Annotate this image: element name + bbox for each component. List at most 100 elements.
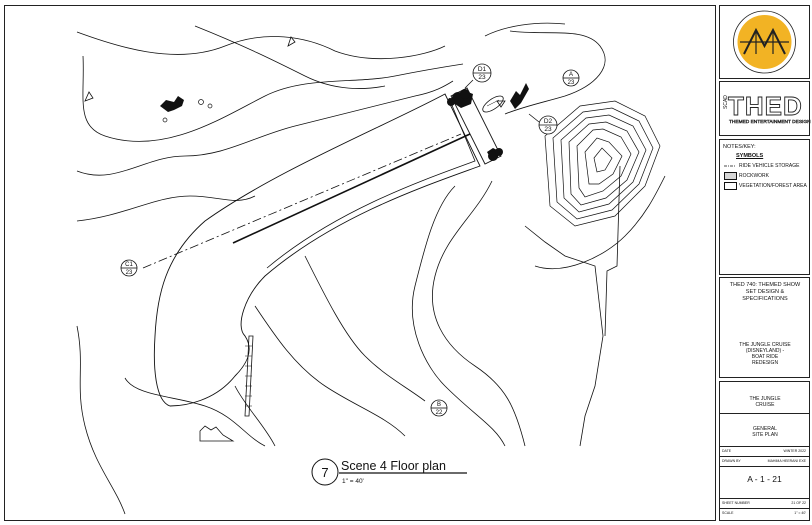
view-title-block: 7 Scene 4 Floor plan 1" = 40' xyxy=(311,458,467,486)
contour-line xyxy=(76,80,454,176)
rockwork xyxy=(160,83,529,442)
drawn-by-row: DRAWN BY MAHIMA HEERANI EXE xyxy=(720,457,809,467)
project-name-line: REDESIGN xyxy=(751,360,779,366)
view-number-bubble xyxy=(311,458,339,486)
contour-line xyxy=(544,100,661,227)
svg-text:23: 23 xyxy=(126,270,133,276)
project-box: THED 740: THEMED SHOW SET DESIGN & SPECI… xyxy=(719,277,810,378)
contour-line xyxy=(194,25,386,89)
brand-subtitle: THEMED ENTERTAINMENT DESIGN xyxy=(729,120,811,125)
contour-line xyxy=(76,325,126,515)
svg-text:C1: C1 xyxy=(125,262,133,268)
legend-row: RIDE VEHICLE STORAGE xyxy=(724,162,808,170)
sheet-project-title: THE JUNGLE CRUISE xyxy=(749,396,781,408)
mountain-contours xyxy=(544,100,661,227)
rock xyxy=(162,117,168,123)
view-scale: 1" = 40' xyxy=(342,478,364,485)
drawn-by-value: MAHIMA HEERANI EXE xyxy=(767,459,806,463)
scale-label: SCALE xyxy=(722,511,734,515)
date-value: WINTER 2022 xyxy=(783,449,806,453)
thed-logo xyxy=(733,10,796,74)
dock-slats xyxy=(245,345,252,407)
legend-row: VEGETATION/FOREST AREA xyxy=(724,182,808,190)
site-plan-drawing: D1 23 D2 23 A 23 B 22 C1 23 xyxy=(76,22,666,515)
rock-cluster xyxy=(160,96,184,112)
tree-cluster xyxy=(447,89,503,161)
contour-line xyxy=(534,175,666,270)
section-marker-d1: D1 23 xyxy=(464,63,492,89)
contour-line xyxy=(411,185,506,447)
contour-line xyxy=(504,30,606,115)
drawn-by-label: DRAWN BY xyxy=(722,459,741,463)
sheet-box: THE JUNGLE CRUISE GENERAL SITE PLAN DATE… xyxy=(719,381,810,521)
contour-line xyxy=(432,180,526,447)
dock xyxy=(244,335,254,417)
project-name: THE JUNGLE CRUISE (DISNEYLAND) - BOAT RI… xyxy=(724,342,806,366)
flow-arrows xyxy=(84,36,506,108)
contour-line xyxy=(76,31,446,60)
svg-text:B: B xyxy=(437,402,441,408)
contour-line xyxy=(484,22,566,37)
svg-text:22: 22 xyxy=(436,410,443,416)
date-label: DATE xyxy=(722,449,732,453)
contour-line xyxy=(76,195,256,222)
dash-dot-line-icon xyxy=(724,165,736,167)
contour-line xyxy=(552,107,654,220)
ride-vehicle-storage-line xyxy=(142,133,462,269)
project-name-line: THE JUNGLE CRUISE xyxy=(739,342,791,348)
contour-line xyxy=(593,147,613,173)
contour-line xyxy=(304,255,426,402)
marker-sheet: 23 xyxy=(478,74,486,81)
notes-box: NOTES/KEY: SYMBOLS RIDE VEHICLE STORAGE … xyxy=(719,139,810,275)
rock xyxy=(207,103,213,109)
brand-box: SCAD THED THEMED ENTERTAINMENT DESIGN xyxy=(719,81,811,136)
svg-text:23: 23 xyxy=(568,80,575,86)
terrain-contours xyxy=(76,22,666,515)
contour-line xyxy=(82,55,464,142)
contour-line xyxy=(584,137,623,185)
brand-letters: THED xyxy=(728,91,803,121)
contour-line xyxy=(234,385,276,447)
legend-label: RIDE VEHICLE STORAGE xyxy=(739,163,800,169)
rock xyxy=(198,99,204,105)
project-name-line: (DISNEYLAND) - xyxy=(745,348,785,354)
sheet-number-row: SHEET NUMBER 21 OF 22 xyxy=(720,498,809,509)
ride-path xyxy=(142,87,502,417)
legend-row: ROCKWORK xyxy=(724,172,808,180)
contour-line xyxy=(604,165,621,337)
svg-text:D2: D2 xyxy=(544,118,553,125)
contour-line xyxy=(524,225,604,447)
scale-row: SCALE 1" = 40' xyxy=(720,509,809,518)
legend-label: VEGETATION/FOREST AREA xyxy=(739,183,807,189)
section-marker-a: A 23 xyxy=(562,69,580,87)
legend-label: ROCKWORK xyxy=(739,173,769,179)
project-name-line: BOAT RIDE xyxy=(751,354,779,360)
date-row: DATE WINTER 2022 xyxy=(720,447,809,457)
rock-cluster xyxy=(199,425,235,442)
flow-arrow-icon xyxy=(496,100,506,108)
svg-text:A: A xyxy=(569,72,573,78)
sheet-of: 21 OF 22 xyxy=(791,501,806,505)
sheet-number-label: SHEET NUMBER xyxy=(722,501,750,505)
flow-arrow-icon xyxy=(287,36,296,47)
ride-vehicle-track xyxy=(232,133,471,244)
contour-line xyxy=(124,377,266,447)
boat-channel-outline xyxy=(153,93,481,407)
sheet-number: A - 1 - 21 xyxy=(747,474,782,484)
contour-line xyxy=(568,121,640,206)
contour-line xyxy=(254,305,406,437)
course-title: THED 740: THEMED SHOW SET DESIGN & SPECI… xyxy=(729,282,801,302)
section-marker-c1: C1 23 xyxy=(120,259,138,277)
notes-heading: NOTES/KEY: xyxy=(723,144,756,150)
hatched-box-icon xyxy=(724,172,737,180)
boat-icon xyxy=(482,95,504,113)
section-marker-d2: D2 23 xyxy=(528,113,558,135)
symbols-label: SYMBOLS xyxy=(736,153,764,159)
flow-arrow-icon xyxy=(84,91,94,102)
contour-line xyxy=(576,128,632,198)
view-number: 7 xyxy=(321,465,328,480)
contour-line xyxy=(560,114,647,213)
drawing-area: D1 23 D2 23 A 23 B 22 C1 23 xyxy=(4,5,716,521)
svg-text:23: 23 xyxy=(544,126,552,133)
boat-channel-inner xyxy=(266,97,476,269)
